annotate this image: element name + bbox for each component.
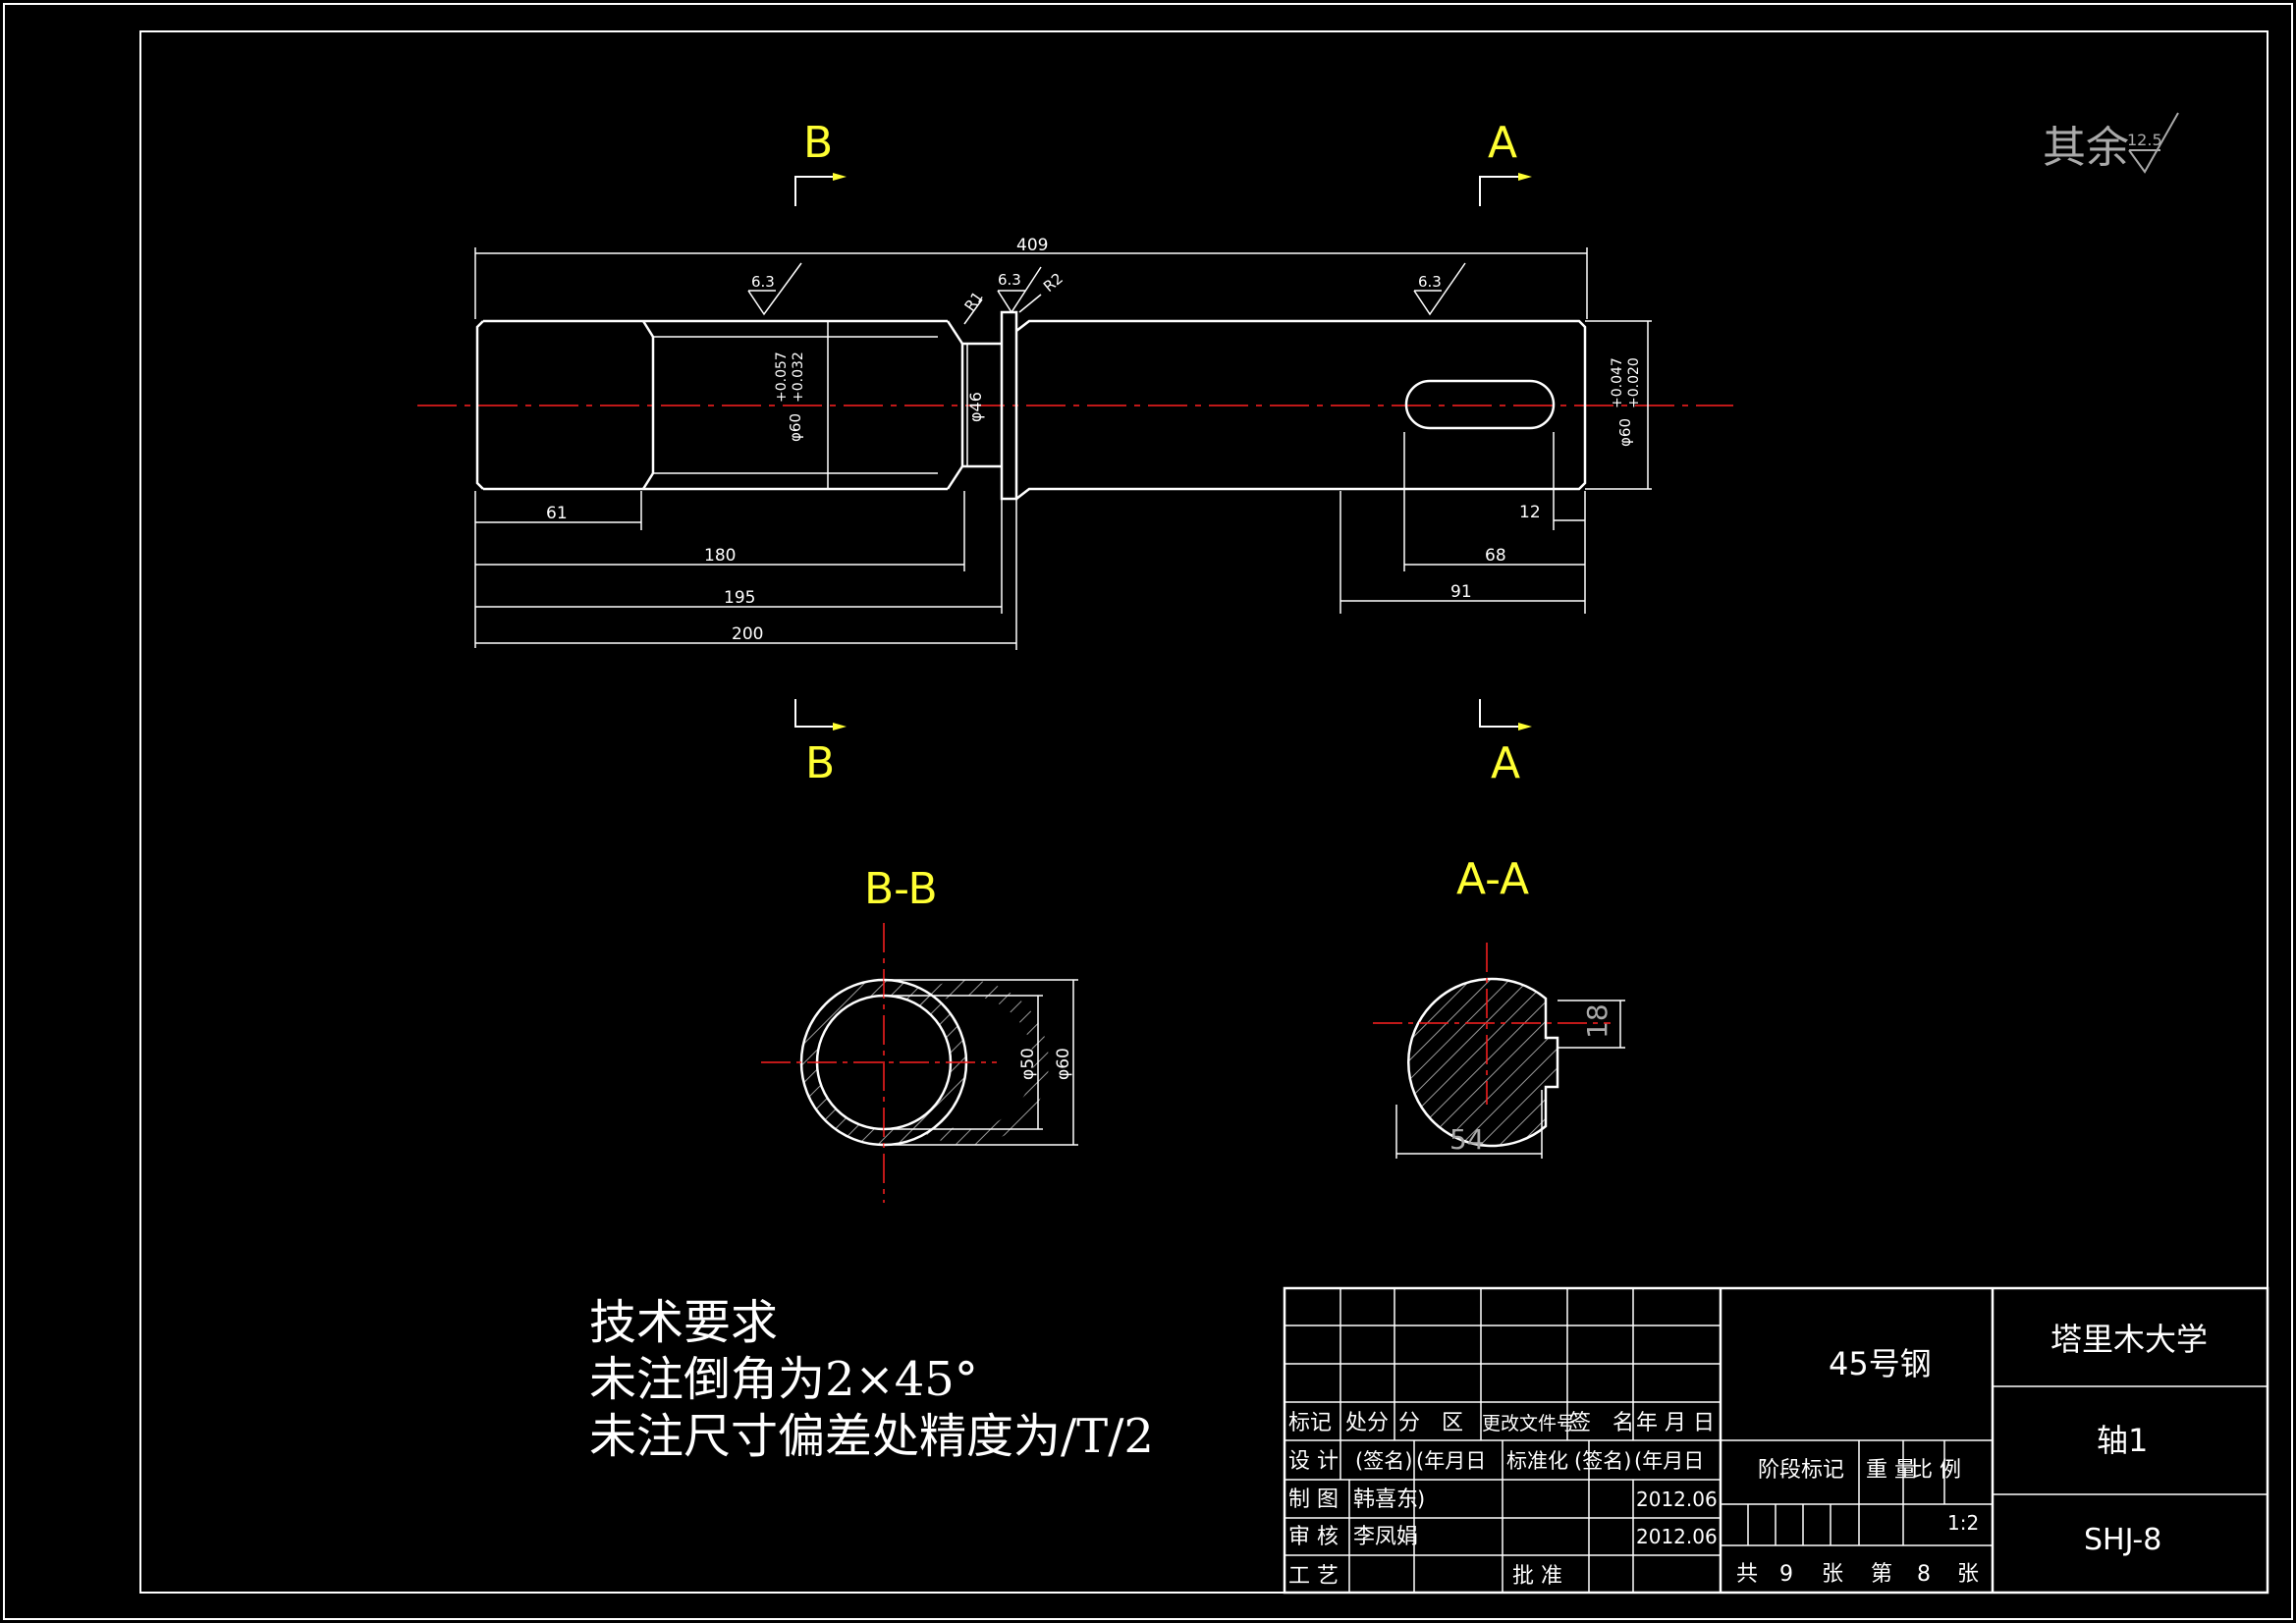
material: 45号钢 (1829, 1345, 1932, 1382)
tech-req-line1: 未注倒角为2×45° (589, 1352, 978, 1407)
shaft-main-view (417, 310, 1733, 501)
dimension-text: 409 61 180 195 200 12 68 91 6.3 6.3 6.3 … (546, 236, 1642, 644)
title-block-text: 45号钢 塔里木大学 轴1 SHJ-8 标记 处分 分 区 更改文件号 签 名 … (1288, 1321, 2208, 1589)
svg-text:): ) (1417, 1488, 1425, 1511)
svg-text:张: 张 (1822, 1562, 1843, 1587)
dim-195: 195 (724, 588, 755, 608)
dim-180: 180 (704, 546, 736, 566)
section-marker-b-bottom: B (794, 699, 847, 788)
svg-text:B: B (805, 738, 835, 788)
svg-text:阶段标记: 阶段标记 (1758, 1458, 1844, 1483)
tech-req-title: 技术要求 (589, 1295, 779, 1350)
dim-200: 200 (732, 624, 763, 644)
svg-text:更改文件号: 更改文件号 (1482, 1413, 1575, 1434)
dia-left-tol-upper: +0.057 (774, 352, 790, 403)
svg-text:标记: 标记 (1288, 1411, 1332, 1435)
dim-91: 91 (1450, 582, 1472, 602)
section-aa-label: A-A (1456, 854, 1529, 904)
svg-text:批 准: 批 准 (1512, 1564, 1562, 1589)
svg-text:处分: 处分 (1345, 1411, 1389, 1435)
svg-text:(年月日: (年月日 (1416, 1449, 1486, 1473)
svg-text:B: B (803, 118, 833, 168)
roughness-prefix: 其余 (2043, 123, 2129, 173)
section-marker-b-top: B (794, 118, 847, 206)
svg-text:工 艺: 工 艺 (1288, 1564, 1339, 1589)
svg-text:李凤娟: 李凤娟 (1353, 1525, 1418, 1549)
dim-aa-key: 18 (1581, 1003, 1613, 1039)
inner-frame (139, 30, 2269, 1594)
dim-bb-inner: φ50 (1018, 1048, 1038, 1080)
section-marker-a-top: A (1479, 118, 1532, 206)
svg-text:第: 第 (1871, 1562, 1892, 1587)
tech-req-line2: 未注尺寸偏差处精度为/T/2 (589, 1409, 1154, 1464)
rough-2: 6.3 (998, 271, 1021, 289)
svg-text:设 计: 设 计 (1288, 1449, 1339, 1474)
dia-left: φ60 (787, 413, 804, 442)
svg-text:(签名): (签名) (1574, 1449, 1631, 1473)
radius-r2: R2 (1040, 269, 1066, 296)
dim-61: 61 (546, 504, 568, 523)
dim-12: 12 (1519, 503, 1541, 522)
svg-text:共: 共 (1736, 1562, 1758, 1587)
dia-groove: φ46 (966, 392, 985, 422)
dim-overall: 409 (1016, 236, 1048, 255)
section-aa-view: A-A 18 54 (1373, 854, 1625, 1159)
general-roughness-note: 其余 12.5 (2043, 112, 2179, 174)
roughness-symbol (2128, 112, 2179, 174)
outer-border (3, 3, 2293, 1620)
roughness-value: 12.5 (2127, 131, 2162, 149)
dia-right-tol-upper: +0.047 (1610, 357, 1625, 408)
svg-text:A: A (1491, 738, 1520, 788)
drawing-number: SHJ-8 (2084, 1523, 2161, 1557)
dia-right: φ60 (1616, 418, 1634, 447)
svg-text:8: 8 (1917, 1562, 1931, 1587)
svg-text:(年月日: (年月日 (1634, 1449, 1704, 1473)
dim-bb-outer: φ60 (1054, 1048, 1073, 1080)
svg-text:重 量: 重 量 (1866, 1458, 1916, 1483)
dimension-lines (474, 247, 1652, 650)
svg-text:2012.06: 2012.06 (1636, 1525, 1718, 1548)
title-block-grid (1283, 1286, 2269, 1595)
school-name: 塔里木大学 (2050, 1321, 2208, 1358)
part-name: 轴1 (2097, 1422, 2148, 1459)
svg-text:标准化: 标准化 (1506, 1449, 1568, 1473)
dim-aa-depth: 54 (1449, 1123, 1485, 1156)
svg-text:韩喜东: 韩喜东 (1353, 1488, 1418, 1512)
radius-r1: R1 (961, 289, 987, 315)
section-marker-a-bottom: A (1479, 699, 1532, 788)
section-bb-view: B-B φ50 φ60 (761, 864, 1078, 1203)
svg-text:签 名: 签 名 (1569, 1411, 1634, 1435)
svg-text:2012.06: 2012.06 (1636, 1488, 1718, 1511)
svg-text:审 核: 审 核 (1288, 1525, 1339, 1549)
svg-text:9: 9 (1779, 1562, 1793, 1587)
dim-68: 68 (1485, 546, 1506, 566)
technical-requirements: 技术要求 未注倒角为2×45° 未注尺寸偏差处精度为/T/2 (589, 1294, 1154, 1465)
svg-text:(签名): (签名) (1355, 1449, 1412, 1473)
svg-text:张: 张 (1957, 1562, 1979, 1587)
dia-right-tol-lower: +0.020 (1626, 357, 1642, 408)
svg-text:1:2: 1:2 (1947, 1511, 1979, 1535)
dia-left-tol-lower: +0.032 (791, 352, 806, 403)
rough-1: 6.3 (751, 273, 775, 291)
keyway (1404, 379, 1556, 430)
svg-text:A: A (1488, 118, 1517, 168)
svg-text:制 图: 制 图 (1288, 1488, 1339, 1512)
svg-text:年 月 日: 年 月 日 (1636, 1411, 1715, 1435)
rough-3: 6.3 (1418, 273, 1442, 291)
svg-text:分 区: 分 区 (1398, 1411, 1463, 1435)
section-bb-label: B-B (864, 864, 938, 914)
svg-text:比 例: 比 例 (1911, 1458, 1961, 1483)
